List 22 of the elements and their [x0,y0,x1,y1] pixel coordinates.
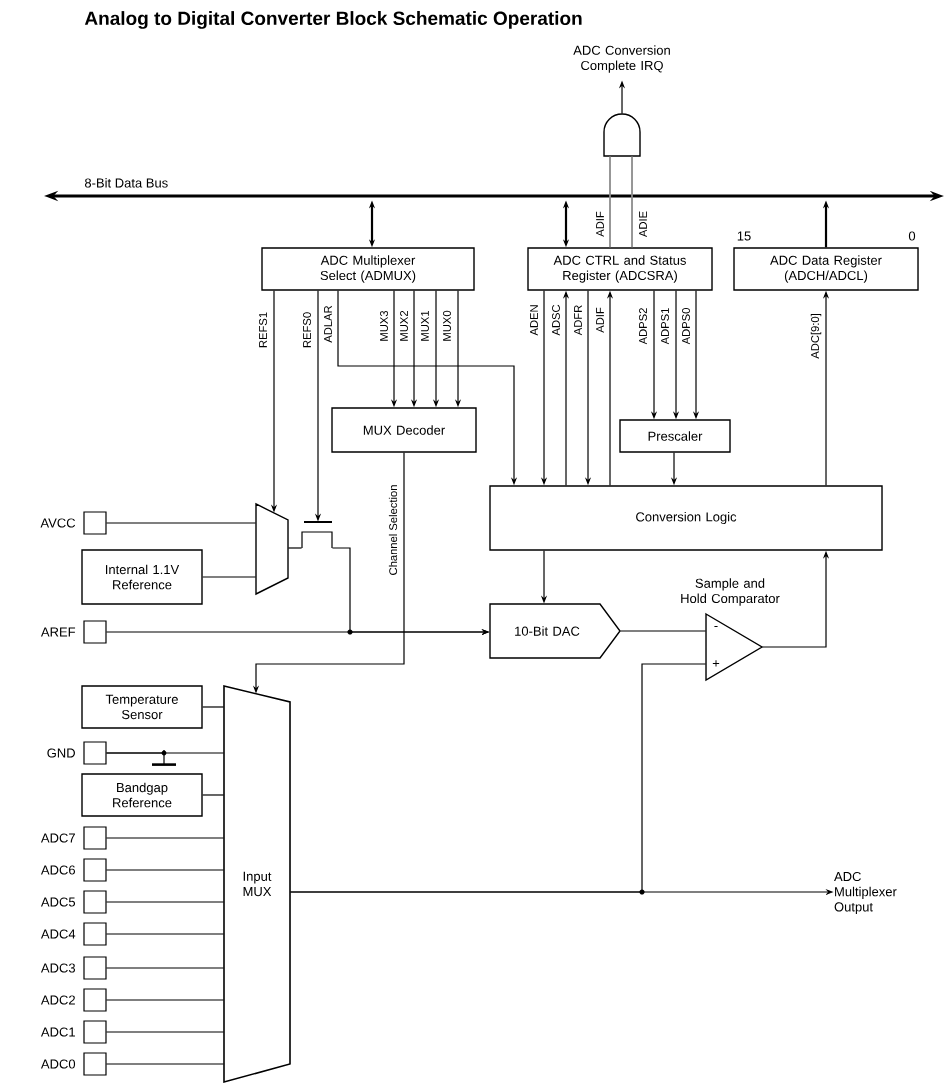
ground-symbol [152,750,176,766]
connector-line [105,967,225,969]
connector-line [202,794,225,796]
connector-line [105,522,257,524]
connector-line [105,837,225,839]
connector-line [609,155,611,249]
switch-symbol [301,521,333,549]
connector-line [105,1063,225,1065]
connector-line [619,630,707,632]
title: Analog to Digital Converter Block Schematic Operation [84,11,582,29]
connector-line [105,1031,225,1033]
connector-line [105,933,225,935]
connector-line [105,749,165,754]
connector-line [202,706,225,708]
connector-line [105,869,225,871]
connector-line [202,576,257,578]
connector-line [105,999,225,1001]
and-gate [603,113,641,157]
connector-line [289,663,707,893]
connector-line [631,155,633,249]
connector-line [105,901,225,903]
connector-line [287,547,303,549]
